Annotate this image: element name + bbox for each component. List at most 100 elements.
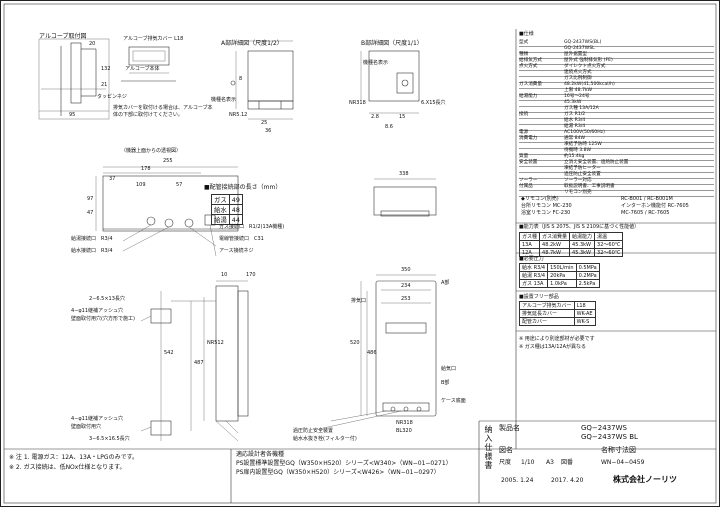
spec-value: 約15.4kg xyxy=(564,154,585,159)
spec-row: 付属品取扱説明書、工事説明書 xyxy=(519,183,714,191)
cell: WK-S xyxy=(573,317,596,326)
front-label-b: B部 xyxy=(441,380,450,386)
top-view-dim: 338 xyxy=(399,171,409,177)
spec-value: ガス比例制御 xyxy=(564,76,592,81)
bottom-label-hot: 給湯接続口 R3/4 xyxy=(71,236,113,242)
spec-row: 凍結予防ヒーター xyxy=(519,165,714,173)
bottom-label-cold: 給水接続口 R3/4 xyxy=(71,248,113,254)
cell: 給湯 R3/4 xyxy=(518,271,549,280)
a-detail-dim-2: 36 xyxy=(265,128,272,134)
cell: 48.2kW xyxy=(539,240,571,249)
cell: 45.3kW xyxy=(569,240,596,249)
cell: 排気延長カバー xyxy=(519,309,575,318)
spec-value: 凍結予防時 125W xyxy=(564,142,602,147)
spec-value: 屋外据置型 xyxy=(564,52,587,57)
cell: 48 xyxy=(228,204,243,215)
b-detail-dim-1: 15 xyxy=(399,114,406,120)
a-detail-label-0: 機種名表示 xyxy=(211,97,237,103)
spec-key: 給排気方式 xyxy=(519,58,542,63)
alcove-dim-2: 132 xyxy=(101,66,111,72)
spec-value: 給湯 R3/4 xyxy=(564,124,586,129)
a-detail-dim-1: 25 xyxy=(261,120,268,126)
cell: WK-AE xyxy=(573,309,596,318)
remote-line-3: インターホン機能付 RC-7605 xyxy=(621,203,689,209)
remote-line-0: ◆リモコン(別売) xyxy=(521,196,559,202)
alcove-view-title: アルコーブ取付図 xyxy=(39,33,87,40)
side-dim-5: 487 xyxy=(194,360,204,366)
spec-key: 給湯能力 xyxy=(519,94,538,99)
spec-row: 給湯 R3/4 xyxy=(519,123,714,131)
cell: 32〜60℃ xyxy=(594,240,624,249)
b-detail-dim-0: 2.8 xyxy=(371,114,379,120)
alcove-dim-1: 95 xyxy=(69,112,76,118)
spec-value: 取扱説明書、工事説明書 xyxy=(564,184,615,189)
spec-value: 通常 84W xyxy=(564,136,586,141)
bottom-dim-4: 57 xyxy=(176,182,183,188)
remote-line-2: 浴室リモコン FC-230 xyxy=(521,210,571,216)
connection-table-title: ■配管接続部の長さ（mm） xyxy=(204,184,282,191)
remote-line-1: 台所リモコン MC-230 xyxy=(521,203,572,209)
side-dim-6: 542 xyxy=(164,350,174,356)
spec-value: AC100V(50/60Hz) xyxy=(564,130,605,135)
front-label-a: A部 xyxy=(441,280,450,286)
spec-value: 16号〜24号 xyxy=(564,94,590,99)
spec-note-1: ※ ガス種は13A/12Aが異なる xyxy=(519,344,587,350)
spec-value: ダイレクト点火方式 xyxy=(564,64,606,69)
spec-key: 安全装置 xyxy=(519,160,538,165)
spec-value: 48.2kW(41,500kcal/h) xyxy=(564,82,615,87)
cell: L18 xyxy=(573,301,596,310)
alcove-screw-label: タッピンネジ xyxy=(97,94,127,100)
bottom-dim-2: 37 xyxy=(109,176,116,182)
cell: ガス 13A xyxy=(518,279,549,288)
spec-row: 連続点火方式 xyxy=(519,69,714,77)
front-dim-2: 253 xyxy=(401,296,411,302)
cell: 給湯 xyxy=(211,214,230,225)
spec-key: ソーラー xyxy=(519,178,538,183)
spec-value: GQ-2437WS(BL) xyxy=(564,40,602,45)
scale-label: 尺度 xyxy=(499,459,512,466)
spec-value: ソーラー対応 xyxy=(564,178,592,183)
cell: 49 xyxy=(228,194,243,205)
side-dim-7: NR512 xyxy=(207,340,224,346)
cell: 給湯能力 xyxy=(569,232,596,241)
approval-line-1: PS設置標準設置型GQ（W350×H520）シリーズ<W340>（WN−01−0… xyxy=(236,460,452,467)
spec-value: リモコン別売 xyxy=(564,190,592,195)
spec-row: 給湯能力 16号〜24号 xyxy=(519,93,714,101)
side-label-2: 壁面取付用穴(穴方形で施工) xyxy=(71,316,135,322)
cell: 32〜60℃ xyxy=(594,248,624,257)
b-detail-label-0: 機種名表示 xyxy=(363,60,389,66)
spec-row: リモコン別売 xyxy=(519,189,714,197)
cell: 48.7kW xyxy=(539,248,571,257)
cell: ガス消費量 xyxy=(539,232,571,241)
product-value-1: GQ−2437WS xyxy=(581,424,627,432)
b-detail-label-2: 6.X15長穴 xyxy=(421,100,446,106)
spec-row: 凍結予防時 125W xyxy=(519,141,714,149)
spec-key: 型式 xyxy=(519,40,529,45)
spec-row: 質量約15.4kg xyxy=(519,153,714,161)
conn-label-gas: ガス接続口 R1/2(13A機種) xyxy=(219,224,285,230)
bottom-view-title: （機器上面からの透視図） xyxy=(121,148,182,154)
spec-key: 種類 xyxy=(519,52,529,57)
press-title: ■必要圧力 xyxy=(519,256,544,262)
approval-line-2: PS扉内設置型GQ（W350×H520）シリーズ<W426>（WN−01−029… xyxy=(236,469,440,476)
cell: 0.5MPa xyxy=(575,263,600,272)
spec-key: 消費電力 xyxy=(519,136,538,141)
bottom-dim-1: 178 xyxy=(141,166,151,172)
bottom-dim-3: 109 xyxy=(136,182,146,188)
side-label-3: 4−φ11継補アッシュ穴 xyxy=(71,416,124,422)
bottom-dim-6: 47 xyxy=(87,210,94,216)
spec-row: ガス比例制御 xyxy=(519,75,714,83)
side-bottom-label-1: 給水水抜き栓(フィルター付) xyxy=(293,436,357,442)
cell: 44 xyxy=(228,214,243,225)
spec-value: 上限 48.7kW xyxy=(564,88,593,93)
date-1: 2005. 1.24 xyxy=(501,477,534,484)
cell: ガス xyxy=(211,194,230,205)
bottom-dim-5: 97 xyxy=(87,196,94,202)
spec-value: 待機時 3.8W xyxy=(564,148,592,153)
